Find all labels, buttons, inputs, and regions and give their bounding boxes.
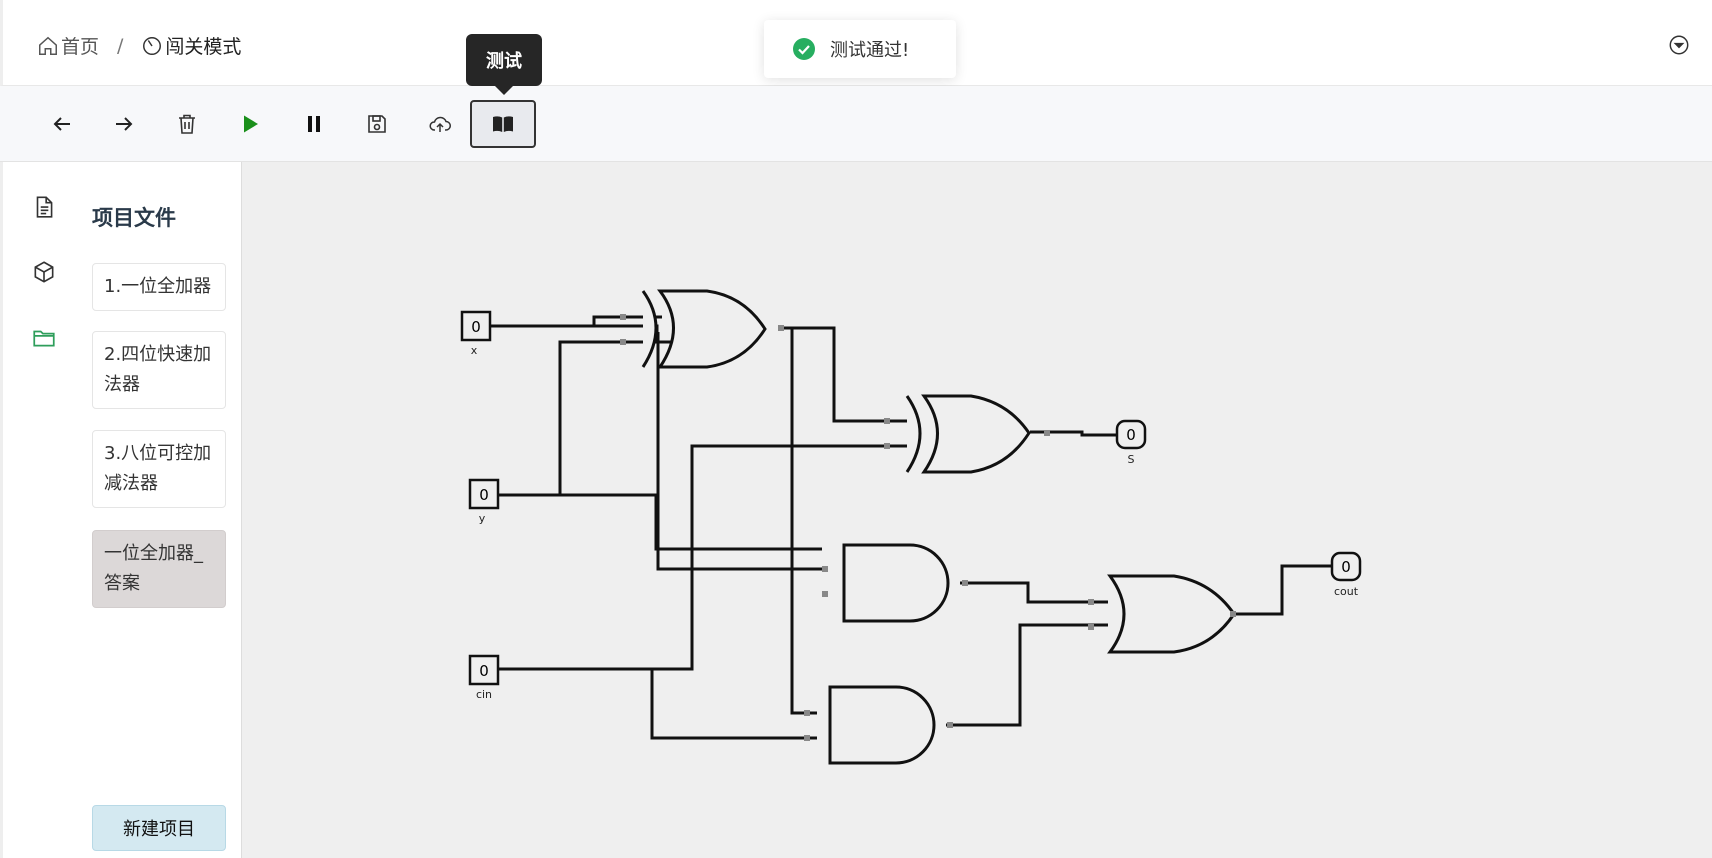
input-cin-value: 0 — [479, 662, 489, 680]
output-s: 0 S — [1115, 419, 1147, 466]
output-s-value: 0 — [1126, 426, 1136, 444]
cube-icon — [34, 261, 54, 283]
project-item[interactable]: 1.一位全加器 — [92, 263, 226, 311]
output-cout-label: cout — [1334, 585, 1359, 598]
breadcrumb-current-label: 闯关模式 — [165, 36, 242, 58]
book-icon — [493, 116, 513, 132]
pause-button[interactable] — [288, 100, 340, 148]
pause-icon — [308, 116, 320, 132]
panel-title: 项目文件 — [92, 206, 176, 230]
wires — [489, 315, 1334, 740]
arrow-left-icon — [53, 117, 70, 131]
project-item-line2: 法器 — [104, 374, 140, 395]
project-item-line1: 一位全加器_ — [104, 543, 203, 564]
cloud-upload-icon — [429, 116, 451, 132]
undo-button[interactable] — [36, 100, 88, 148]
trash-icon — [179, 114, 195, 134]
input-y-value: 0 — [479, 486, 489, 504]
output-cout-value: 0 — [1341, 558, 1351, 576]
home-icon — [39, 36, 57, 55]
input-x-label: x — [471, 344, 478, 357]
breadcrumb: 首页 / 闯关模式 — [37, 32, 241, 59]
project-item-line2: 减法器 — [104, 473, 158, 494]
or-gate — [1107, 574, 1236, 654]
project-item-line1: 1.一位全加器 — [104, 276, 212, 297]
play-icon — [244, 115, 258, 133]
input-y-box[interactable] — [468, 478, 500, 510]
project-item-selected[interactable]: 一位全加器_ 答案 — [92, 530, 226, 608]
rail-projects-button[interactable] — [31, 325, 57, 351]
project-item-line2: 答案 — [104, 573, 140, 594]
circuit-diagram: 0 x 0 y 0 cin 0 S 0 cout — [460, 289, 1362, 765]
arrow-right-icon — [116, 117, 133, 131]
folder-icon — [33, 330, 55, 347]
breadcrumb-home[interactable]: 首页 — [37, 32, 99, 59]
xor-gate-1 — [641, 289, 767, 369]
breadcrumb-separator: / — [117, 34, 124, 57]
input-cin-box[interactable] — [468, 654, 500, 686]
and-gate-2 — [828, 685, 936, 765]
toast-message: 测试通过! — [830, 40, 910, 61]
side-rail — [0, 162, 78, 858]
input-y-label: y — [479, 512, 486, 525]
tooltip-text: 测试 — [486, 51, 522, 72]
success-toast: 测试通过! — [764, 20, 956, 78]
input-cin[interactable]: 0 cin — [468, 654, 500, 701]
rail-files-button[interactable] — [31, 194, 57, 220]
input-cin-label: cin — [476, 688, 492, 701]
gates — [641, 289, 1236, 765]
output-cout-box — [1330, 551, 1362, 582]
header-dropdown-button[interactable] — [1668, 34, 1690, 56]
project-item[interactable]: 2.四位快速加 法器 — [92, 331, 226, 409]
toolbar — [0, 86, 1712, 162]
project-item-line1: 3.八位可控加 — [104, 443, 212, 464]
run-button[interactable] — [224, 100, 276, 148]
input-x-box[interactable] — [460, 310, 492, 342]
new-project-button[interactable]: 新建项目 — [92, 805, 226, 851]
circuit-canvas[interactable]: 0 x 0 y 0 cin 0 S 0 cout — [242, 162, 1712, 858]
breadcrumb-home-label: 首页 — [61, 36, 100, 58]
input-x-value: 0 — [471, 318, 481, 336]
test-tooltip: 测试 — [466, 34, 542, 95]
project-panel: 项目文件 1.一位全加器 2.四位快速加 法器 3.八位可控加 减法器 一位全加… — [78, 162, 242, 858]
save-icon — [368, 115, 386, 133]
project-item[interactable]: 3.八位可控加 减法器 — [92, 430, 226, 508]
delete-button[interactable] — [161, 100, 213, 148]
input-y[interactable]: 0 y — [468, 478, 500, 525]
check-circle-icon — [793, 38, 815, 60]
output-s-box — [1115, 419, 1147, 450]
test-button[interactable] — [470, 100, 536, 148]
xor-gate-2 — [905, 394, 1031, 474]
document-icon — [36, 196, 53, 218]
timer-icon — [143, 36, 162, 55]
redo-button[interactable] — [98, 100, 150, 148]
project-item-line1: 2.四位快速加 — [104, 344, 212, 365]
output-s-label: S — [1128, 453, 1135, 466]
save-button[interactable] — [351, 100, 403, 148]
breadcrumb-current: 闯关模式 — [141, 32, 241, 59]
pin-dots — [620, 314, 1236, 741]
chevron-down-circle-icon — [1669, 35, 1689, 55]
output-cout: 0 cout — [1330, 551, 1362, 598]
upload-button[interactable] — [414, 100, 466, 148]
rail-components-button[interactable] — [31, 259, 57, 285]
and-gate-1 — [842, 543, 950, 623]
input-x[interactable]: 0 x — [460, 310, 492, 357]
